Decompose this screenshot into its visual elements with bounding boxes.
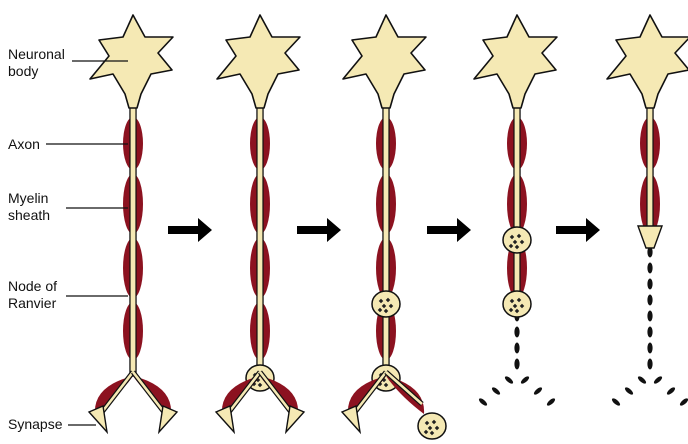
- fragment-5: [666, 386, 676, 396]
- arrow-2: [297, 218, 341, 242]
- fragment-4: [546, 397, 556, 407]
- arrow-1: [168, 218, 212, 242]
- fragment-4: [504, 375, 514, 385]
- neuron-stage-4: [474, 15, 557, 407]
- neuronal-body-4: [474, 15, 557, 108]
- fragment-5: [611, 397, 621, 407]
- axon-fragment-5: [647, 359, 652, 370]
- arrow-4: [556, 218, 600, 242]
- synapse-left-3: [342, 406, 360, 432]
- neuron-stage-1: [89, 15, 177, 432]
- axon-fragment-5: [647, 279, 652, 290]
- axon-fragment-4: [514, 359, 519, 370]
- fragment-4: [533, 386, 543, 396]
- arrow-3: [427, 218, 471, 242]
- myelin-sheath-branch-right-3: [386, 376, 424, 414]
- neuron-stage-2: [216, 15, 304, 432]
- axon-core-4: [514, 100, 520, 300]
- axon-core-1: [130, 100, 136, 376]
- axon-fragment-5: [647, 263, 652, 274]
- fragment-5: [679, 397, 688, 407]
- synapse-right-1: [159, 406, 177, 432]
- label-node-of-ranvier: Node of Ranvier: [8, 278, 57, 312]
- label-neuronal-body: Neuronal body: [8, 46, 65, 80]
- neuronal-body-2: [217, 15, 300, 108]
- label-synapse: Synapse: [8, 416, 62, 433]
- axon-fragment-5: [647, 343, 652, 354]
- axon-fragment-5: [647, 295, 652, 306]
- fragment-5: [624, 386, 634, 396]
- axon-core-2: [257, 100, 263, 376]
- neuronal-body-5: [607, 15, 688, 108]
- fragment-5: [653, 375, 663, 385]
- axon-fragment-4: [514, 343, 519, 354]
- axon-core-3: [383, 100, 389, 376]
- synapse-right-2: [286, 406, 304, 432]
- synapse-left-1: [89, 406, 107, 432]
- axon-fragment-5: [647, 311, 652, 322]
- fragment-5: [637, 375, 647, 385]
- label-myelin-sheath: Myelin sheath: [8, 190, 50, 224]
- synapse-left-2: [216, 406, 234, 432]
- fragment-4: [520, 375, 530, 385]
- axon-fragment-4: [514, 327, 519, 338]
- axon-fragment-5: [647, 327, 652, 338]
- label-axon: Axon: [8, 136, 40, 153]
- retraction-bulb-5: [638, 226, 662, 248]
- fragment-4: [478, 397, 488, 407]
- fragment-4: [491, 386, 501, 396]
- axon-core-5: [647, 100, 653, 236]
- neuronal-body-3: [343, 15, 426, 108]
- neuron-stage-5: [607, 15, 688, 407]
